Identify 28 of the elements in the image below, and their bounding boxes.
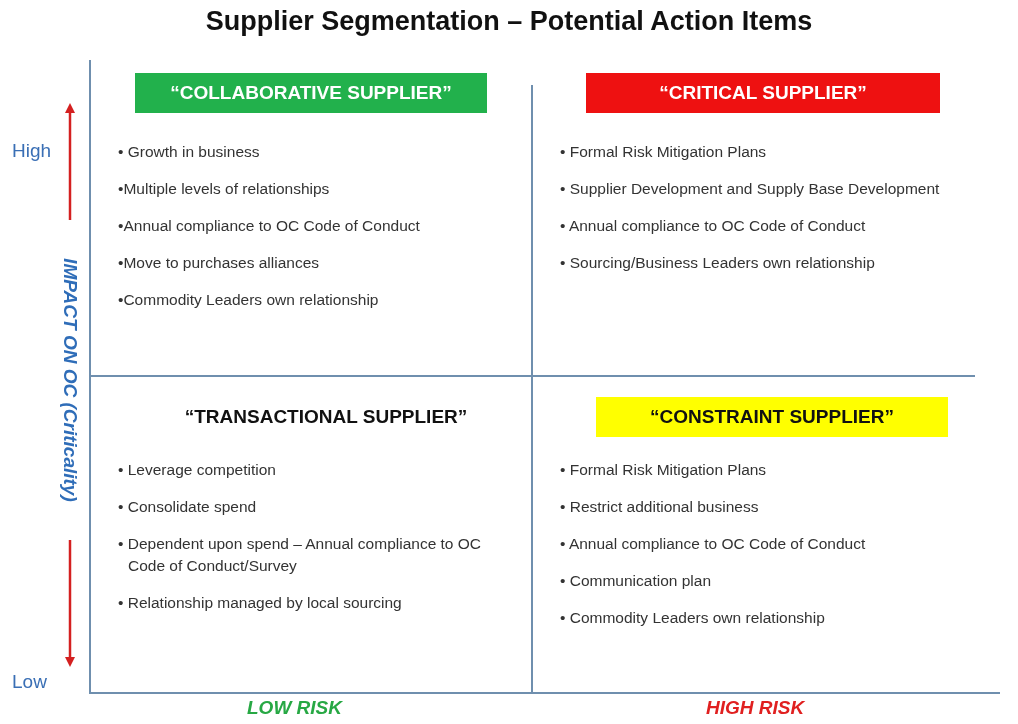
bullet-item: •Move to purchases alliances [118, 253, 320, 273]
bullet-item: • Formal Risk Mitigation Plans [560, 460, 768, 480]
bullet-item: • Sourcing/Business Leaders own relationship [560, 253, 876, 273]
bullet-item: • Relationship managed by local sourcing [118, 593, 403, 613]
axis-title: IMPACT ON OC (Criticality) [59, 258, 81, 502]
quadrant-header-banner: “CONSTRAINT SUPPLIER” [596, 397, 948, 437]
bullet-item: • Formal Risk Mitigation Plans [560, 142, 768, 162]
axis-label: HIGH RISK [706, 697, 805, 719]
quadrant-header-banner: “COLLABORATIVE SUPPLIER” [135, 73, 487, 113]
axis-label: High [12, 140, 52, 162]
bullet-item: • Annual compliance to OC Code of Conduct [560, 534, 867, 554]
bullet-item: • Commodity Leaders own relationship [560, 608, 826, 628]
bullet-item: • Dependent upon spend – Annual compliance to OC Code of Conduct/Survey [118, 534, 483, 576]
bullet-item: • Restrict additional business [560, 497, 760, 517]
axis-label: Low [12, 671, 47, 693]
bullet-item: • Consolidate spend [118, 497, 258, 517]
bullet-item: •Annual compliance to OC Code of Conduct [118, 216, 421, 236]
bullet-item: •Commodity Leaders own relationship [118, 290, 380, 310]
bullet-item: • Annual compliance to OC Code of Conduct [560, 216, 867, 236]
bullet-item: • Supplier Development and Supply Base Development [560, 179, 941, 199]
bullet-item: • Communication plan [560, 571, 713, 591]
bullet-item: • Leverage competition [118, 460, 277, 480]
quadrant-header-banner: “CRITICAL SUPPLIER” [586, 73, 940, 113]
axis-label: LOW RISK [247, 697, 342, 719]
bullet-item: •Multiple levels of relationships [118, 179, 331, 199]
quadrant-header: “TRANSACTIONAL SUPPLIER” [150, 397, 502, 437]
bullet-item: • Growth in business [118, 142, 261, 162]
title: Supplier Segmentation – Potential Action Items [204, 6, 814, 37]
